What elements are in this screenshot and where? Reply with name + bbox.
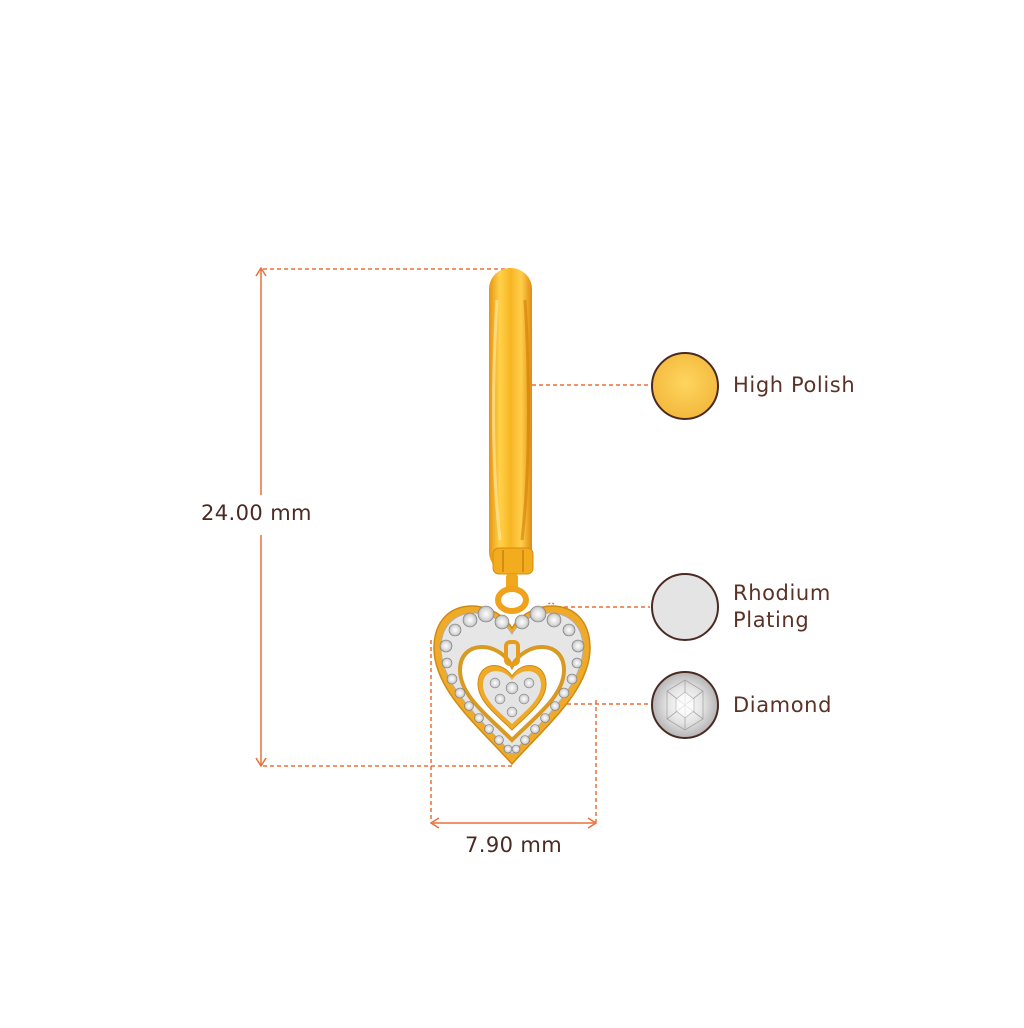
hoop: [489, 268, 534, 575]
gold-swatch-icon: [651, 352, 719, 420]
rhodium-swatch-icon: [651, 573, 719, 641]
material-label-high-polish: High Polish: [733, 373, 856, 397]
width-dimension-line: [429, 640, 598, 829]
material-label-diamond: Diamond: [733, 693, 833, 717]
material-label-rhodium-plating: Rhodium Plating: [733, 581, 831, 632]
diamond-swatch-icon: [651, 671, 719, 739]
inner-heart-charm: [477, 640, 547, 731]
bail: [495, 574, 529, 614]
height-dimension-label: 24.00 mm: [201, 501, 312, 525]
height-dimension-line: [255, 266, 512, 768]
width-dimension-label: 7.90 mm: [465, 833, 563, 857]
